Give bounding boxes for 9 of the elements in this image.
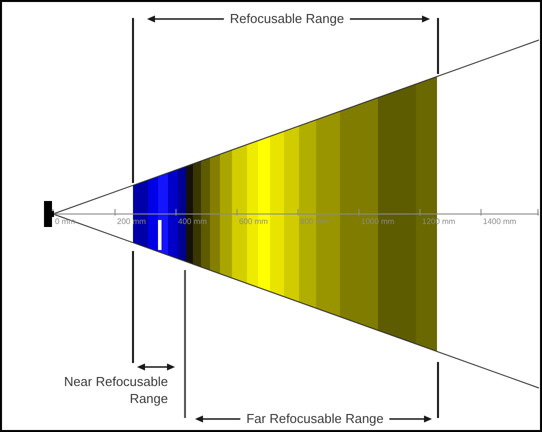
axis-tick-label: 1000 mm <box>361 217 394 227</box>
axis-tick-label: 1400 mm <box>483 217 516 227</box>
dimension-label: Far Refocusable Range <box>240 411 390 427</box>
axis-tick-label: 0 mm <box>55 217 75 227</box>
dimension-label: Refocusable Range <box>224 11 350 27</box>
axis-tick-label: 600 mm <box>239 217 268 227</box>
axis-tick-label: 800 mm <box>300 217 329 227</box>
axis-tick-label: 200 mm <box>117 217 146 227</box>
dimension-label: Near Refocusable Range <box>62 373 168 407</box>
